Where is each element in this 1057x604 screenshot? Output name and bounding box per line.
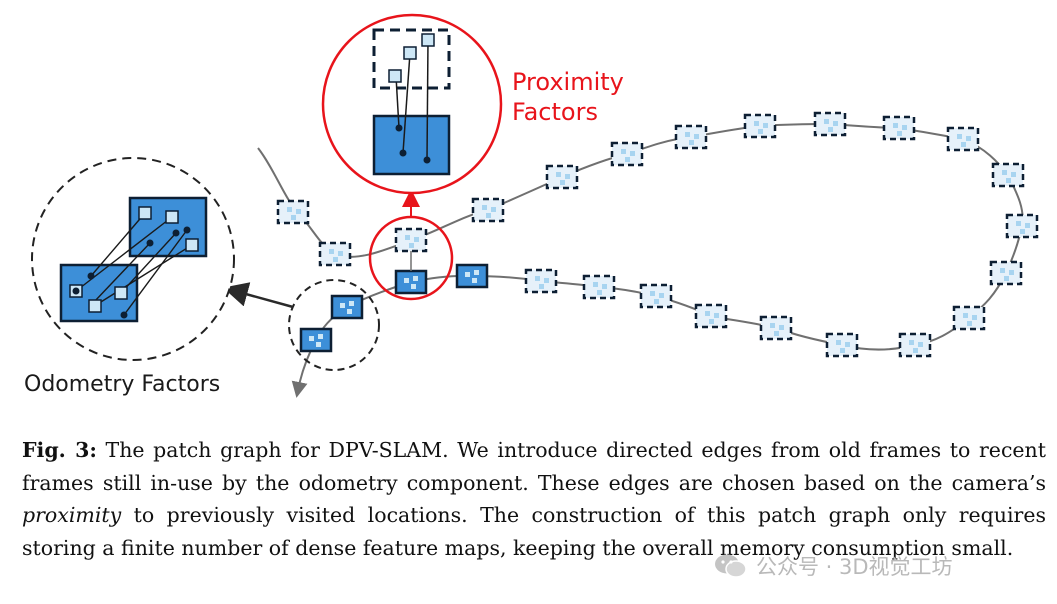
active-frame-patch [299, 327, 333, 353]
old-frame-patch [991, 162, 1025, 188]
watermark: 公众号 · 3D视觉工坊 [714, 551, 1034, 581]
caption-emphasis: proximity [22, 503, 122, 528]
old-frame-patch [743, 113, 777, 139]
old-frame-patch [674, 124, 708, 150]
watermark-text: 公众号 · 3D视觉工坊 [756, 555, 953, 579]
trajectory-recent-segment [291, 281, 412, 398]
old-frame-patch [471, 197, 505, 223]
caption-label: Fig. 3: [22, 438, 97, 462]
old-frame-patch [582, 274, 616, 300]
old-frame-patch [524, 268, 558, 294]
odometry-zoom-inset [31, 157, 235, 361]
active-frame-patch [394, 269, 428, 295]
old-frames [276, 111, 1039, 358]
patch-graph-figure: Proximity Factors Odometry Factors [24, 13, 1039, 398]
figure-caption: Fig. 3: The patch graph for DPV-SLAM. We… [22, 434, 1046, 564]
proximity-label-line2: Factors [512, 98, 598, 126]
active-frame-patch [455, 263, 489, 289]
old-frame-patch [882, 115, 916, 141]
old-frame-patch [946, 126, 980, 152]
caption-text-before: The patch graph for DPV-SLAM. We introdu… [22, 438, 1046, 495]
odometry-label: Odometry Factors [24, 372, 220, 397]
old-frame-patch [694, 303, 728, 329]
old-frame-patch [394, 227, 428, 253]
old-frame-patch [1005, 213, 1039, 239]
old-frame-patch [545, 164, 579, 190]
old-frame-patch [759, 315, 793, 341]
old-frame-patch [898, 332, 932, 358]
old-frame-patch [276, 199, 310, 225]
old-frame-patch [639, 283, 673, 309]
old-frame-patch [813, 111, 847, 137]
odometry-zoom-arrow [222, 282, 294, 309]
old-frame-patch [825, 332, 859, 358]
wechat-icon [715, 554, 747, 578]
odometry-highlight-circle [288, 279, 380, 371]
old-frame-patch [318, 241, 352, 267]
caption-text-after: to previously visited locations. The con… [22, 503, 1046, 560]
old-frame-patch [952, 305, 986, 331]
old-frame-patch [610, 141, 644, 167]
proximity-highlight-circle [368, 215, 454, 301]
proximity-zoom-inset [321, 13, 503, 195]
active-frame-patch [330, 294, 364, 320]
recent-frames [299, 263, 489, 353]
old-frame-patch [989, 260, 1023, 286]
proximity-label-line1: Proximity [512, 68, 624, 96]
